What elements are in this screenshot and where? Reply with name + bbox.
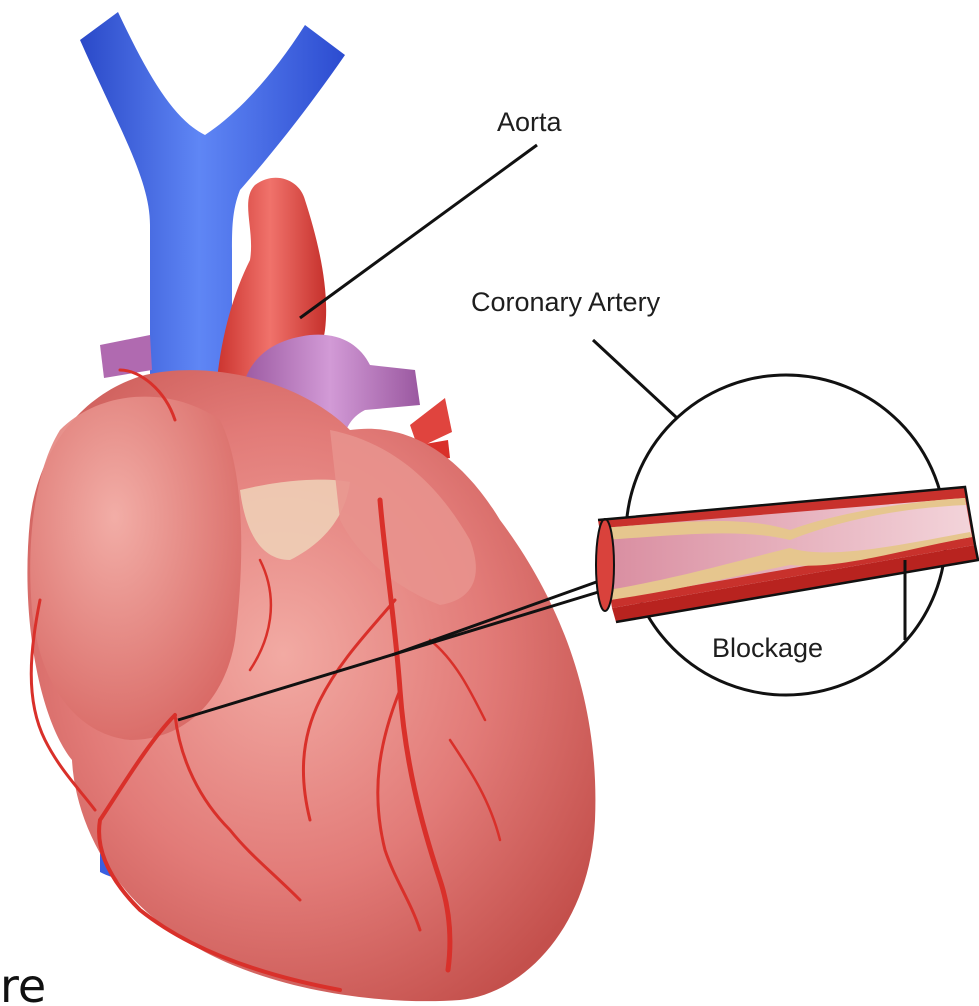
corner-text: re — [0, 959, 46, 1006]
label-aorta: Aorta — [497, 107, 563, 137]
label-coronary-artery: Coronary Artery — [471, 287, 661, 317]
heart-body — [27, 370, 595, 1001]
label-blockage: Blockage — [712, 633, 823, 663]
coronary-leader-line — [593, 340, 677, 418]
